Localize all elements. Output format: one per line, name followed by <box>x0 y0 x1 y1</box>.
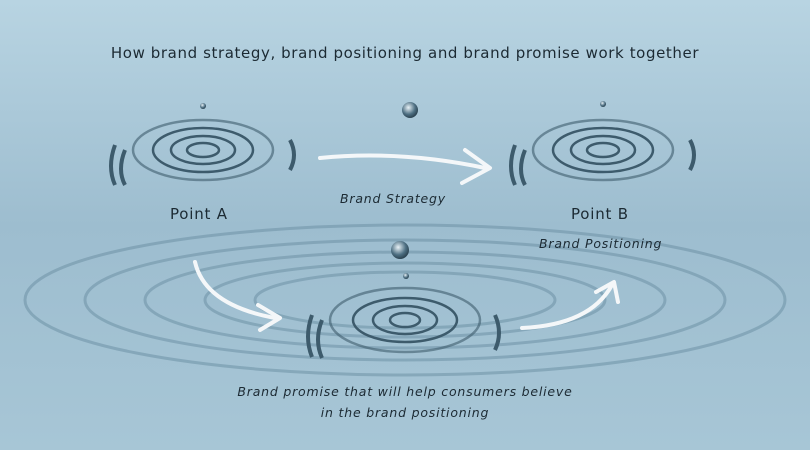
brand-positioning-label: Brand Positioning <box>539 236 663 251</box>
arrow-to-promise <box>193 260 277 320</box>
point-a-label: Point A <box>170 205 228 223</box>
brand-promise-label-line2: in the brand positioning <box>320 405 490 420</box>
arrows <box>193 148 620 332</box>
arrow-to-positioning <box>520 283 614 330</box>
ripple-point-a <box>109 118 296 186</box>
brand-strategy-label: Brand Strategy <box>340 191 446 206</box>
ripple-point-b <box>509 118 696 186</box>
arrow-strategy <box>318 153 487 170</box>
point-b-label: Point B <box>571 205 629 223</box>
brand-promise-label-line1: Brand promise that will help consumers b… <box>237 384 573 399</box>
diagram-title: How brand strategy, brand positioning an… <box>110 44 700 62</box>
water-drops <box>200 101 606 279</box>
ripple-promise <box>306 286 501 359</box>
